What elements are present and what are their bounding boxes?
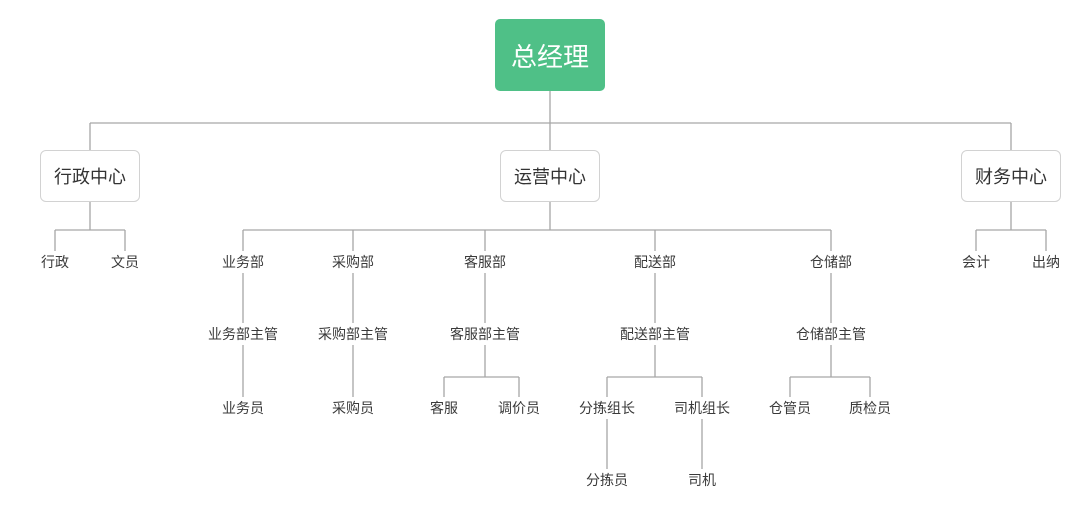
node-admin: 行政 [25,251,85,273]
node-driver: 司机 [672,469,732,491]
node-operations-center: 运营中心 [500,150,600,202]
node-admin-center: 行政中心 [40,150,140,202]
node-dept-warehouse: 仓储部 [791,251,871,273]
node-general-manager: 总经理 [495,19,605,91]
node-warehouse-manager: 仓储部主管 [781,323,881,345]
node-purchasing-manager: 采购部主管 [303,323,403,345]
node-dept-customer-service: 客服部 [445,251,525,273]
node-accountant: 会计 [946,251,1006,273]
node-customer-service: 客服 [414,397,474,419]
node-sorting-lead: 分拣组长 [567,397,647,419]
node-cashier: 出纳 [1016,251,1076,273]
node-sales-manager: 业务部主管 [193,323,293,345]
node-salesperson: 业务员 [208,397,278,419]
node-finance-center: 财务中心 [961,150,1061,202]
node-dept-delivery: 配送部 [615,251,695,273]
node-price-adjuster: 调价员 [484,397,554,419]
node-quality-inspector: 质检员 [835,397,905,419]
node-dept-purchasing: 采购部 [313,251,393,273]
node-clerk: 文员 [95,251,155,273]
node-driver-lead: 司机组长 [662,397,742,419]
node-customer-service-manager: 客服部主管 [435,323,535,345]
node-purchaser: 采购员 [318,397,388,419]
node-dept-sales: 业务部 [203,251,283,273]
node-delivery-manager: 配送部主管 [605,323,705,345]
node-warehouse-keeper: 仓管员 [755,397,825,419]
node-sorter: 分拣员 [572,469,642,491]
